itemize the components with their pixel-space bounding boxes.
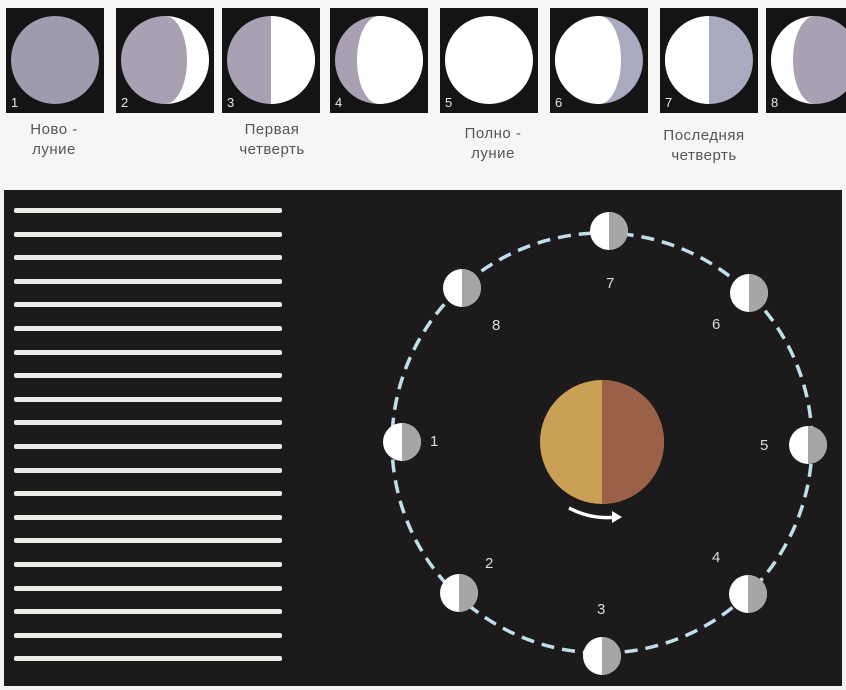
orbit-moon-5 bbox=[789, 426, 827, 464]
last-quarter-disc bbox=[660, 8, 758, 113]
caption-line: луние bbox=[18, 140, 90, 160]
caption-line: Первая bbox=[222, 120, 322, 140]
caption-line: Ново - bbox=[18, 120, 90, 140]
orbit-moon-2 bbox=[440, 574, 478, 612]
orbit-moon-7 bbox=[590, 212, 628, 250]
phase-number: 6 bbox=[555, 95, 562, 110]
caption-full-moon: Полно - луние bbox=[448, 124, 538, 164]
orbit-diagram: 7 6 8 1 5 2 4 3 bbox=[4, 190, 842, 686]
waxing-crescent-disc bbox=[116, 8, 214, 113]
waxing-gibbous-disc bbox=[330, 8, 428, 113]
phase-6-panel: 6 bbox=[550, 8, 648, 113]
orbit-svg: 7 6 8 1 5 2 4 3 bbox=[4, 190, 842, 686]
caption-line: четверть bbox=[648, 146, 760, 166]
caption-line: Последняя bbox=[648, 126, 760, 146]
caption-last-quarter: Последняя четверть bbox=[648, 126, 760, 166]
orbit-moon-3 bbox=[583, 637, 621, 675]
new-moon-disc bbox=[6, 8, 104, 113]
caption-line: луние bbox=[448, 144, 538, 164]
phase-number: 2 bbox=[121, 95, 128, 110]
orbit-label-1: 1 bbox=[430, 433, 438, 450]
orbit-label-6: 6 bbox=[712, 316, 720, 333]
caption-line: Полно - bbox=[448, 124, 538, 144]
phase-number: 7 bbox=[665, 95, 672, 110]
orbit-moon-4 bbox=[729, 575, 767, 613]
phase-3-panel: 3 bbox=[222, 8, 320, 113]
waning-gibbous-disc bbox=[550, 8, 648, 113]
orbit-label-8: 8 bbox=[492, 317, 500, 334]
orbit-label-5: 5 bbox=[760, 437, 768, 454]
earth bbox=[540, 380, 664, 504]
phase-number: 5 bbox=[445, 95, 452, 110]
phase-number: 1 bbox=[11, 95, 18, 110]
phase-5-panel: 5 bbox=[440, 8, 538, 113]
orbit-label-3: 3 bbox=[597, 601, 605, 618]
orbit-moon-1 bbox=[383, 423, 421, 461]
first-quarter-disc bbox=[222, 8, 320, 113]
phase-number: 8 bbox=[771, 95, 778, 110]
phase-7-panel: 7 bbox=[660, 8, 758, 113]
orbit-moon-8 bbox=[443, 269, 481, 307]
orbit-label-7: 7 bbox=[606, 275, 614, 292]
phases-strip: 1 2 3 4 5 6 bbox=[0, 0, 846, 190]
caption-line: четверть bbox=[222, 140, 322, 160]
orbit-label-2: 2 bbox=[485, 555, 493, 572]
orbit-moon-6 bbox=[730, 274, 768, 312]
orbit-label-4: 4 bbox=[712, 549, 720, 566]
phase-number: 3 bbox=[227, 95, 234, 110]
phase-4-panel: 4 bbox=[330, 8, 428, 113]
rotation-arrow bbox=[569, 508, 622, 523]
phase-1-panel: 1 bbox=[6, 8, 104, 113]
caption-first-quarter: Первая четверть bbox=[222, 120, 322, 160]
caption-new-moon: Ново - луние bbox=[18, 120, 90, 160]
phase-2-panel: 2 bbox=[116, 8, 214, 113]
phase-8-panel: 8 bbox=[766, 8, 846, 113]
phase-number: 4 bbox=[335, 95, 342, 110]
full-moon-disc bbox=[440, 8, 538, 113]
